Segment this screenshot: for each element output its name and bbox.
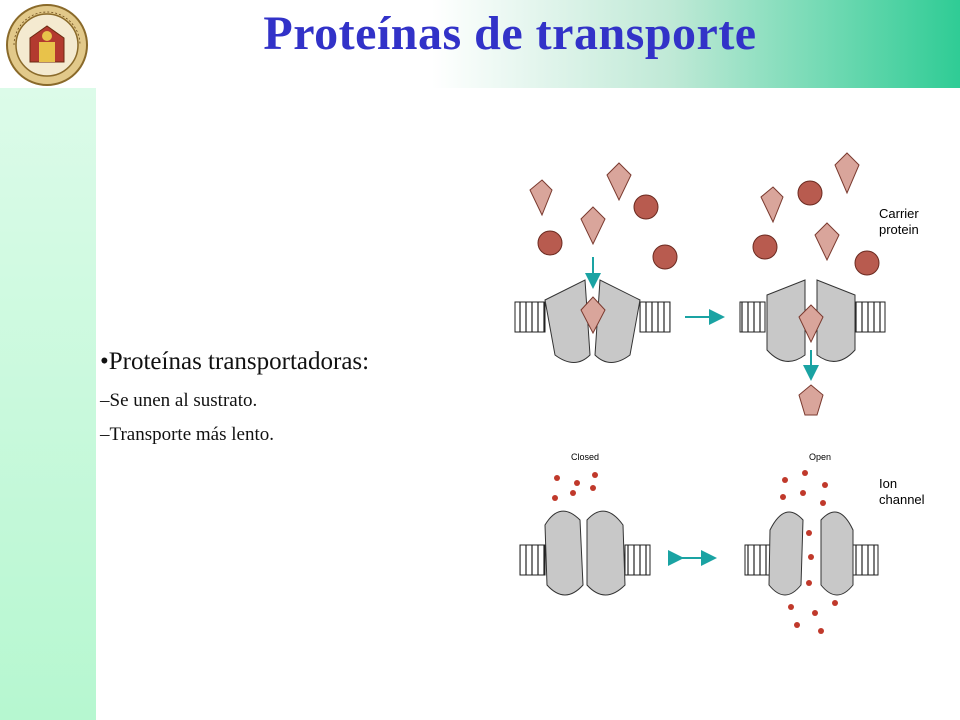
transport-figure: Carrier protein Closed Open Ion channel xyxy=(514,152,925,634)
bullet-item: –Transporte más lento. xyxy=(100,424,274,445)
carrier-diagram-open: Carrier protein xyxy=(739,152,919,416)
ion-channel-label: channel xyxy=(879,492,925,507)
open-label: Open xyxy=(809,452,831,462)
page-title: Proteínas de transporte xyxy=(263,7,757,60)
closed-label: Closed xyxy=(571,452,599,462)
carrier-diagram-closed xyxy=(514,162,678,363)
header-bar xyxy=(0,0,960,88)
ion-channel-open xyxy=(744,470,879,634)
bullet-main: •Proteínas transportadoras: xyxy=(100,348,370,375)
bullet-item: –Se unen al sustrato. xyxy=(100,390,258,411)
ion-channel-label: Ion xyxy=(879,476,897,491)
ion-channel-closed xyxy=(519,472,651,596)
left-sidebar xyxy=(0,88,96,720)
bullet-list: •Proteínas transportadoras: –Se unen al … xyxy=(100,348,369,458)
university-seal-icon xyxy=(6,4,88,86)
carrier-label: Carrier xyxy=(879,206,919,221)
carrier-label: protein xyxy=(879,222,919,237)
